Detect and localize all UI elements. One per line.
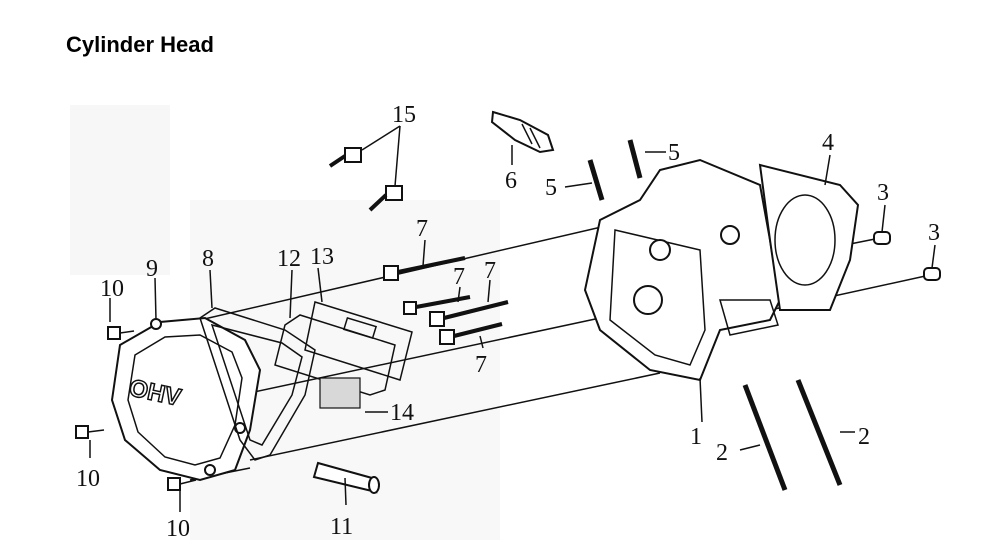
bolt-10-middle <box>75 425 105 439</box>
callout-7-bottom: 7 <box>475 352 487 378</box>
callout-7-mid-right: 7 <box>484 258 496 284</box>
cylinder-head <box>583 158 782 382</box>
callout-5-right: 5 <box>668 140 680 166</box>
callout-10-middle: 10 <box>76 466 100 492</box>
bolt-10-bottom <box>167 477 197 491</box>
callout-14: 14 <box>390 400 414 426</box>
pipe <box>312 461 380 494</box>
callout-10-top: 10 <box>100 276 124 302</box>
breather-plate <box>274 314 396 396</box>
head-gasket <box>758 163 860 311</box>
bolt-10-top <box>107 326 135 340</box>
spark-plug <box>490 110 555 154</box>
valve-cover: OHV <box>110 316 262 482</box>
callout-7-top: 7 <box>416 216 428 242</box>
reed-plate <box>304 301 413 381</box>
page-title: Cylinder Head <box>66 32 214 57</box>
callout-10-bottom: 10 <box>166 516 190 542</box>
head-bolts <box>383 256 509 345</box>
assembly-line <box>249 372 661 461</box>
callout-11: 11 <box>330 514 353 540</box>
dowel-pins <box>873 231 941 281</box>
callout-2-right: 2 <box>858 424 870 450</box>
callout-9: 9 <box>146 256 158 282</box>
studs <box>587 139 643 201</box>
push-rods <box>742 379 843 491</box>
callout-3-upper: 3 <box>877 180 889 206</box>
callout-8: 8 <box>202 246 214 272</box>
callout-5-left: 5 <box>545 175 557 201</box>
callout-1: 1 <box>690 424 702 450</box>
cover-gasket <box>199 307 316 461</box>
callout-15: 15 <box>392 102 416 128</box>
callout-12: 12 <box>277 246 301 272</box>
breather-bolts <box>328 147 403 212</box>
callout-6: 6 <box>505 168 517 194</box>
breather-filter <box>319 377 361 409</box>
callout-3-lower: 3 <box>928 220 940 246</box>
callout-7-mid-left: 7 <box>453 264 465 290</box>
callout-13: 13 <box>310 244 334 270</box>
background-patch <box>70 105 170 275</box>
leader-lines <box>89 125 936 512</box>
callout-4: 4 <box>822 130 834 156</box>
callout-2-left: 2 <box>716 440 728 466</box>
assembly-line <box>239 317 601 396</box>
